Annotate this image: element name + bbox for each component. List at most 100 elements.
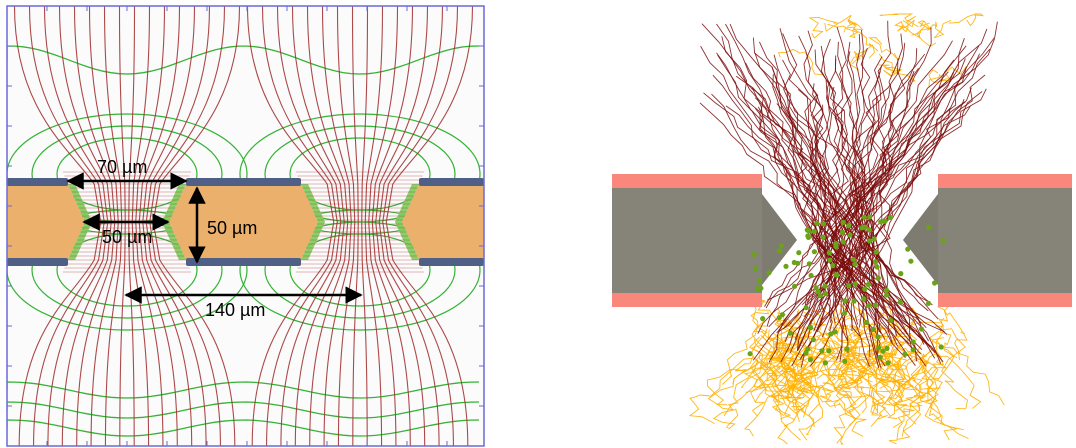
ion-track [757,328,810,389]
ionization-point [902,351,908,357]
ionization-point [804,227,810,233]
ion-track [843,308,885,386]
ion-track [879,13,917,22]
ion-track [864,311,898,367]
ion-track [808,16,838,39]
ionization-point [871,236,877,242]
ionization-point [815,289,821,295]
ionization-point [817,293,823,299]
ion-track [713,359,759,430]
ionization-point [822,283,828,289]
ion-track [875,332,914,390]
ionization-points [747,214,947,366]
ion-track [777,356,812,445]
ionization-point [910,347,916,353]
ionization-point [866,303,872,309]
field-line [321,6,352,446]
ionization-point [776,248,783,254]
ion-track [894,19,919,33]
ionization-point [874,264,880,270]
gem-foil-3d-section [612,174,1072,307]
electron-track [778,99,965,333]
ionization-point [861,296,867,302]
ionization-point [850,256,857,262]
ionization-point [827,257,833,263]
ionization-point [814,220,820,226]
field-line [385,6,474,446]
ionization-point [820,234,826,240]
ion-track [897,339,924,440]
equipotential-line [7,419,480,437]
gem-foil-cross-section [7,178,484,266]
electron-track [852,34,879,301]
ion-track [825,338,859,411]
electron-track [857,48,991,306]
electron-track [816,58,906,359]
electron-track [757,106,871,357]
ionization-point [834,272,840,278]
ionization-point [880,348,886,354]
ion-track [846,22,879,52]
electron-track [806,94,945,333]
ionization-point [778,243,785,249]
field-line [58,6,112,446]
field-line [364,6,384,446]
ionization-point [832,329,838,335]
ion-track [906,321,982,409]
ionization-point [861,214,867,220]
ionization-point [792,283,798,289]
ion-track [868,37,901,61]
ion-track [941,328,968,409]
ion-track [824,14,857,32]
ionization-point [756,278,763,284]
ionization-point [846,283,852,289]
ionization-point [888,317,894,323]
ion-track [754,341,789,403]
ionization-point [807,324,814,330]
field-line [368,6,399,446]
electron-track [830,40,953,304]
ion-track [853,351,917,425]
hole-2-left-wall [301,184,325,260]
equipotential-loop [7,209,248,331]
electron-track [745,62,936,359]
ion-track [887,347,938,419]
ion-track [707,355,754,427]
ionization-point [897,299,903,305]
ionization-point [940,237,947,244]
ion-track [827,23,859,39]
insulator-right [903,188,1072,293]
top-electrode-right [938,174,1072,188]
ion-track [935,317,1005,406]
top-electrode-segment [7,178,68,186]
field-line [276,6,342,446]
hole-2-right-wall [395,184,419,260]
field-line [351,6,359,446]
ionization-point [842,298,848,304]
electron-track [791,72,954,367]
ionization-point [753,266,759,272]
equipotential-lines [7,45,481,437]
ionization-point [898,271,904,277]
electron-track [816,38,965,333]
ion-track [777,48,824,76]
plot-frame [6,5,485,447]
ionization-point [847,232,853,238]
ion-track [935,306,958,359]
ionization-point [828,331,834,337]
equipotential-line [7,45,480,75]
ion-track [833,323,853,386]
ionization-point [851,298,857,304]
ion-track [910,357,964,431]
ionization-point [747,351,753,357]
bottom-electrode-segment [419,258,484,266]
ionization-point [918,326,925,332]
ion-track [899,357,958,441]
ionization-point [884,287,890,293]
ionization-point [840,239,846,245]
ionization-point [884,345,890,351]
ionization-point [925,300,932,306]
ionization-point [830,263,836,269]
electron-track [711,93,821,363]
